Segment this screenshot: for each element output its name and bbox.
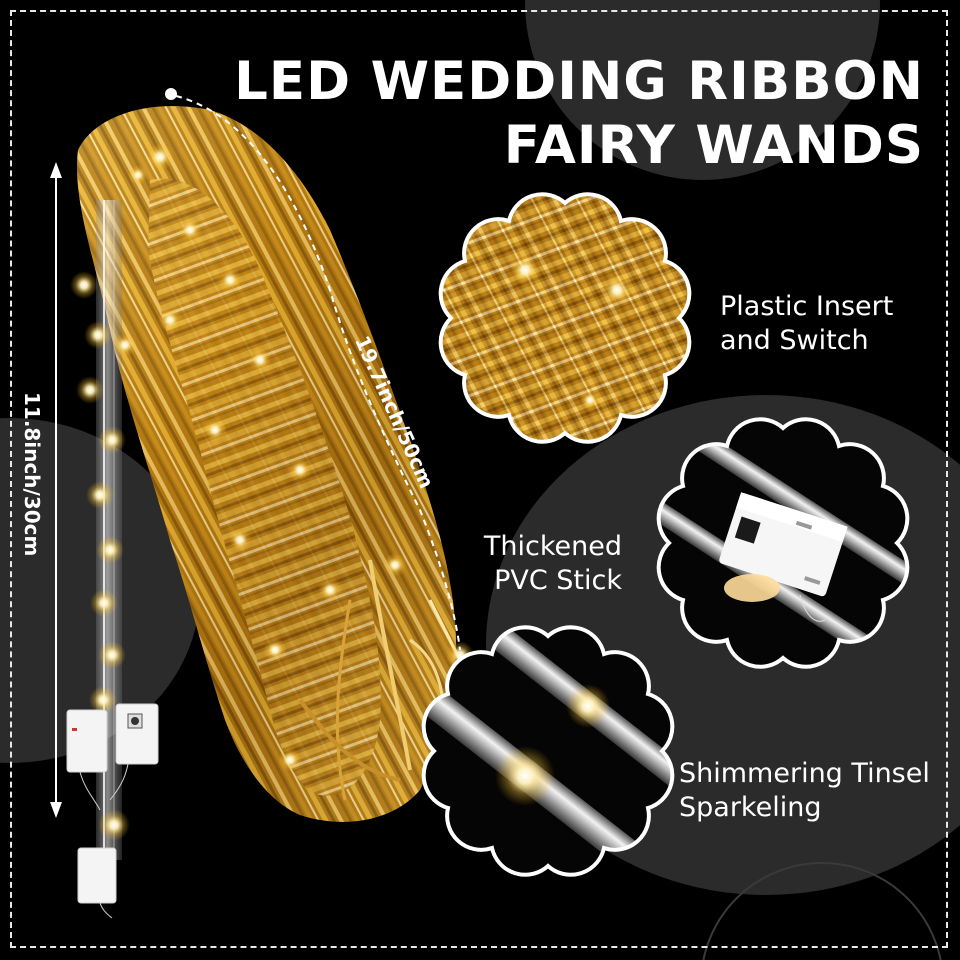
feature-image-tinsel — [421, 625, 675, 877]
height-dimension-label: 11.8inch/30cm — [20, 392, 44, 557]
feature-label-tinsel: Shimmering Tinsel Sparkeling — [679, 757, 930, 825]
feature-label-insert-switch-line-1: Plastic Insert — [720, 291, 894, 322]
feature-label-pvc-stick-line-1: Thickened — [483, 531, 622, 562]
feature-label-pvc-stick: Thickened PVC Stick — [472, 530, 622, 598]
led-lights-tinsel — [128, 143, 474, 772]
page-title: LED WEDDING RIBBON FAIRY WANDS — [234, 50, 924, 178]
led-lights-stick — [70, 271, 137, 841]
tinsel-mass — [77, 106, 462, 822]
feature-label-insert-switch-line-2: and Switch — [720, 325, 869, 356]
feature-label-insert-switch: Plastic Insert and Switch — [720, 290, 893, 358]
feature-image-insert-switch — [438, 192, 692, 444]
tinsel-length-dimension — [165, 88, 461, 651]
battery-boxes — [66, 703, 159, 919]
feature-label-tinsel-line-1: Shimmering Tinsel — [679, 758, 930, 789]
title-line-1: LED WEDDING RIBBON — [234, 51, 924, 112]
title-line-2: FAIRY WANDS — [503, 115, 924, 176]
feature-label-tinsel-line-2: Sparkeling — [679, 792, 822, 823]
feature-image-pvc-stick — [656, 417, 910, 669]
height-dimension-arrow — [50, 162, 62, 818]
feature-label-pvc-stick-line-2: PVC Stick — [494, 565, 622, 596]
